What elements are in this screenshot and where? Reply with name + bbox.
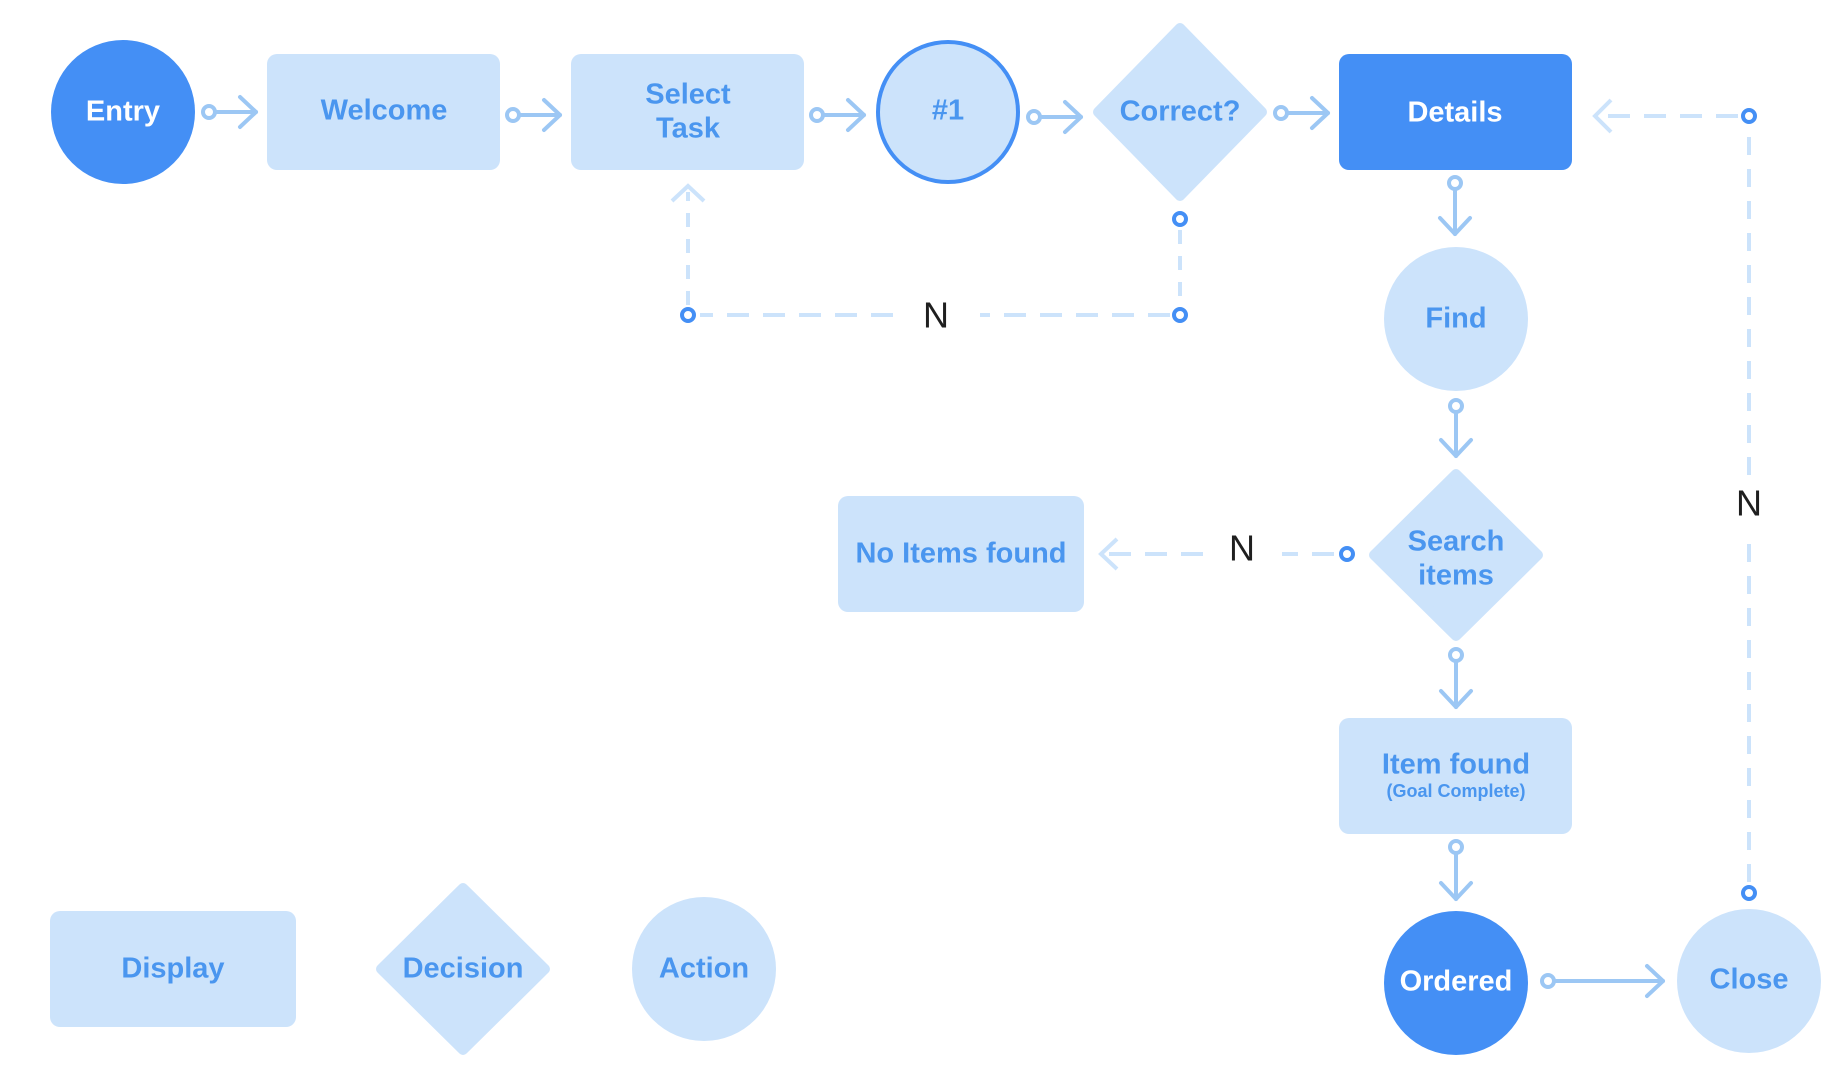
node-no-items-found[interactable]: No Items found	[838, 496, 1084, 612]
node-select-task-label-2: Task	[656, 113, 721, 145]
connector-ordered-close	[1540, 964, 1665, 998]
edge-label-search-no: N	[1229, 528, 1255, 569]
node-entry[interactable]: Entry	[51, 40, 195, 184]
connector-select-task-step-one	[809, 98, 866, 132]
legend-display: Display	[50, 911, 296, 1027]
legend-display-label: Display	[121, 953, 224, 985]
node-step-one[interactable]: #1	[876, 40, 1020, 184]
node-welcome-label: Welcome	[321, 95, 448, 127]
node-item-found[interactable]: Item found (Goal Complete)	[1339, 718, 1572, 834]
node-step-one-label: #1	[932, 95, 964, 127]
node-search-items[interactable]: Search items	[1369, 469, 1543, 641]
connector-details-find	[1438, 175, 1472, 236]
node-item-found-label: Item found	[1382, 749, 1530, 781]
connector-correct-no-loop	[670, 183, 1182, 317]
dashed-connectors	[670, 98, 1751, 882]
edge-label-correct-no: N	[923, 295, 949, 336]
node-search-items-label-2: items	[1418, 560, 1494, 592]
node-close-label: Close	[1710, 964, 1789, 996]
legend-action: Action	[632, 897, 776, 1041]
node-correct[interactable]: Correct?	[1093, 23, 1267, 201]
connector-search-no	[1098, 537, 1334, 571]
node-correct-label: Correct?	[1120, 96, 1241, 128]
node-ordered[interactable]: Ordered	[1384, 911, 1528, 1055]
legend-decision: Decision	[376, 883, 550, 1055]
node-select-task[interactable]: Select Task	[571, 54, 804, 170]
connector-entry-welcome	[201, 95, 258, 129]
node-close[interactable]: Close	[1677, 909, 1821, 1053]
node-ordered-label: Ordered	[1400, 966, 1513, 998]
connector-find-search	[1439, 398, 1473, 458]
edge-label-close-no: N	[1736, 483, 1762, 524]
node-details-label: Details	[1407, 97, 1502, 129]
solid-connectors	[201, 95, 1665, 998]
node-item-found-sublabel: (Goal Complete)	[1386, 781, 1525, 801]
node-find-label: Find	[1425, 303, 1486, 335]
legend-action-label: Action	[659, 953, 749, 985]
connector-search-item-found	[1439, 647, 1473, 709]
legend-decision-label: Decision	[403, 953, 524, 985]
node-search-items-label-1: Search	[1408, 526, 1505, 558]
node-select-task-label-1: Select	[645, 79, 731, 111]
connector-correct-details	[1273, 96, 1330, 130]
node-details[interactable]: Details	[1339, 54, 1572, 170]
connector-step-one-correct	[1026, 100, 1083, 134]
connector-dots	[680, 108, 1757, 901]
node-find[interactable]: Find	[1384, 247, 1528, 391]
node-entry-label: Entry	[86, 96, 160, 128]
connector-welcome-select-task	[505, 98, 562, 132]
legend: Display Decision Action	[50, 883, 776, 1055]
connector-close-no-loop	[1592, 98, 1751, 882]
connector-item-found-ordered	[1439, 839, 1473, 901]
node-no-items-found-label: No Items found	[855, 538, 1066, 570]
node-welcome[interactable]: Welcome	[267, 54, 500, 170]
